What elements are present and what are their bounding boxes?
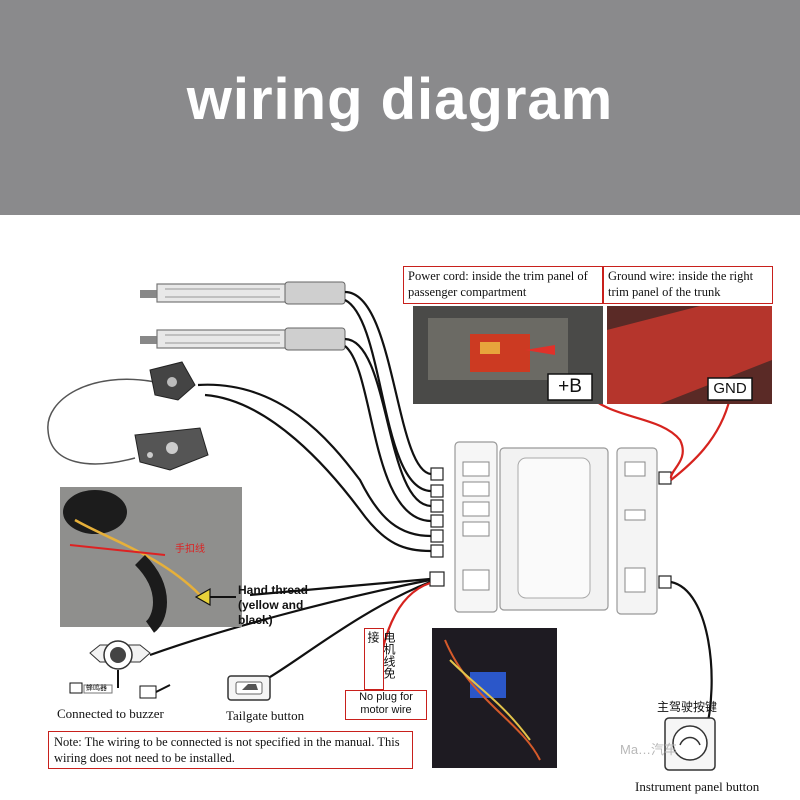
ground-wire-photo xyxy=(607,306,772,404)
wiring-diagram xyxy=(47,281,772,771)
photo-annotation: 手扣线 xyxy=(175,544,205,555)
motor-wire-cn-callout: 电机线免接 xyxy=(364,628,396,690)
power-cord-callout: Power cord: inside the trim panel of pas… xyxy=(403,266,603,304)
actuator-strut-upper xyxy=(140,281,346,305)
actuator-strut-lower xyxy=(140,327,346,351)
driver-button-label: 主驾驶按键 xyxy=(657,700,718,714)
signal-wires xyxy=(149,290,713,736)
motor-wire-cn-text: 电机线免接 xyxy=(366,631,396,679)
plus-b-label: +B xyxy=(558,376,582,397)
control-unit xyxy=(454,441,658,615)
hand-thread-arrow xyxy=(194,587,236,607)
ground-wire-callout: Ground wire: inside the right trim panel… xyxy=(603,266,773,304)
harness-connectors xyxy=(429,467,672,589)
buzzer-tag: 蜂鸣器 xyxy=(86,684,107,692)
watermark: Ma…汽车 xyxy=(620,742,678,757)
note-box: Note: The wiring to be connected is not … xyxy=(48,731,413,769)
page-title: wiring diagram xyxy=(186,67,614,132)
tailgate-latch xyxy=(47,361,209,471)
power-cord-photo xyxy=(413,306,603,404)
hand-thread-label: Hand thread (yellow and black) xyxy=(238,583,309,627)
tailgate-button-label: Tailgate button xyxy=(226,708,305,723)
gnd-label: GND xyxy=(713,380,747,397)
no-plug-callout: No plug for motor wire xyxy=(345,690,427,720)
no-plug-text: No plug for motor wire xyxy=(359,691,413,716)
instrument-panel-button-label: Instrument panel button xyxy=(635,779,760,794)
buzzer-label: Connected to buzzer xyxy=(57,706,164,721)
title-banner: wiring diagram xyxy=(0,0,800,215)
power-cord-text: Power cord: inside the trim panel of pas… xyxy=(408,269,588,299)
tailgate-button xyxy=(227,675,271,701)
instrument-panel-button xyxy=(664,717,716,771)
buzzer xyxy=(69,640,171,699)
note-text: Note: The wiring to be connected is not … xyxy=(54,735,400,765)
hand-thread-photo xyxy=(60,487,242,633)
ground-wire-text: Ground wire: inside the right trim panel… xyxy=(608,269,754,299)
module-photo xyxy=(432,628,557,768)
